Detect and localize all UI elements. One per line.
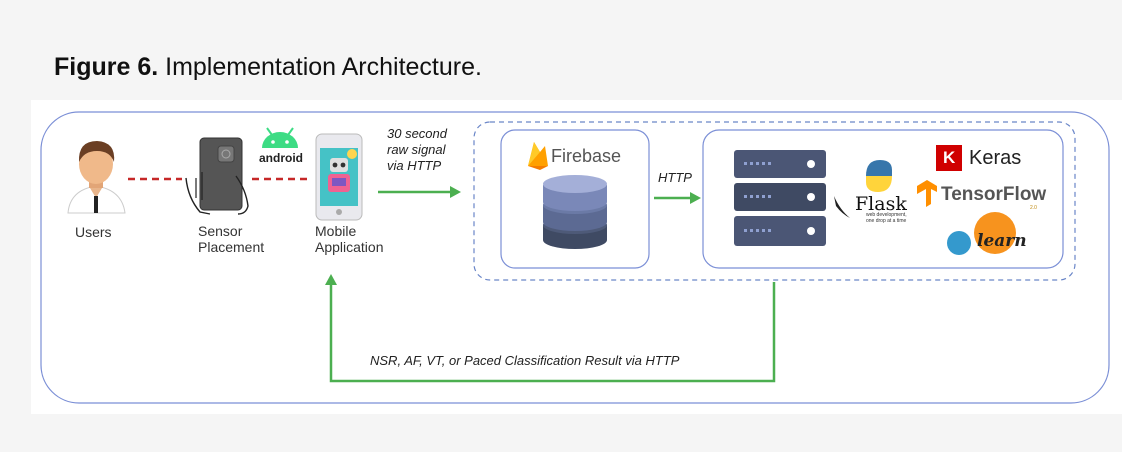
flask-tagline: web development, one drop at a time bbox=[866, 212, 907, 224]
keras-k-letter: K bbox=[943, 148, 956, 167]
sensor-placement-label: Sensor Placement bbox=[198, 223, 264, 255]
flask-horn-icon bbox=[834, 196, 850, 218]
result-return-path bbox=[329, 282, 776, 383]
flask-tagline-2: one drop at a time bbox=[866, 218, 907, 224]
flask-tagline-1: web development, bbox=[866, 212, 907, 218]
tensorflow-logo-icon bbox=[917, 180, 937, 207]
outer-boundary bbox=[40, 111, 1110, 404]
upload-arrowhead bbox=[450, 186, 461, 198]
mobile-label-line1: Mobile bbox=[315, 223, 357, 239]
figure-number: Figure 6. bbox=[54, 53, 159, 81]
sklearn-label: learn bbox=[977, 231, 1027, 251]
keras-logo-icon bbox=[936, 145, 962, 171]
upload-edge-label: 30 second raw signal via HTTP bbox=[387, 126, 447, 174]
keras-label: Keras bbox=[969, 147, 1022, 169]
tensorflow-version: 2.0 bbox=[1030, 205, 1037, 211]
mobile-label-line2: Application bbox=[315, 239, 384, 255]
upload-line1: 30 second bbox=[387, 126, 447, 141]
database-icon bbox=[543, 175, 607, 249]
mobile-phone-icon bbox=[315, 133, 363, 221]
result-edge-label: NSR, AF, VT, or Paced Classification Res… bbox=[370, 353, 680, 368]
android-logo-icon bbox=[262, 127, 298, 148]
sensor-label-line2: Placement bbox=[198, 239, 265, 255]
figure-title: Implementation Architecture. bbox=[158, 53, 482, 81]
server-rack-icon bbox=[734, 150, 826, 246]
tensorflow-label: TensorFlow bbox=[941, 184, 1047, 205]
http-edge-label: HTTP bbox=[658, 170, 692, 185]
figure-caption: Figure 6. Implementation Architecture. bbox=[54, 53, 482, 82]
mobile-application-label: Mobile Application bbox=[315, 223, 384, 255]
sensor-label-line1: Sensor bbox=[198, 223, 243, 239]
firebase-flame-icon bbox=[528, 142, 548, 170]
upload-line3: via HTTP bbox=[387, 158, 442, 173]
users-label: Users bbox=[75, 224, 112, 240]
flask-label: Flask bbox=[855, 193, 907, 215]
backend-dashed-container bbox=[473, 121, 1076, 281]
sklearn-logo-icon bbox=[947, 212, 1016, 255]
user-icon bbox=[67, 141, 126, 214]
http-arrowhead bbox=[690, 192, 701, 204]
firebase-label: Firebase bbox=[551, 146, 622, 166]
android-wordmark: android bbox=[259, 151, 303, 165]
python-logo-icon bbox=[866, 160, 892, 192]
upload-line2: raw signal bbox=[387, 142, 446, 157]
sensor-hand-icon bbox=[185, 137, 249, 215]
result-arrowhead bbox=[325, 274, 337, 285]
